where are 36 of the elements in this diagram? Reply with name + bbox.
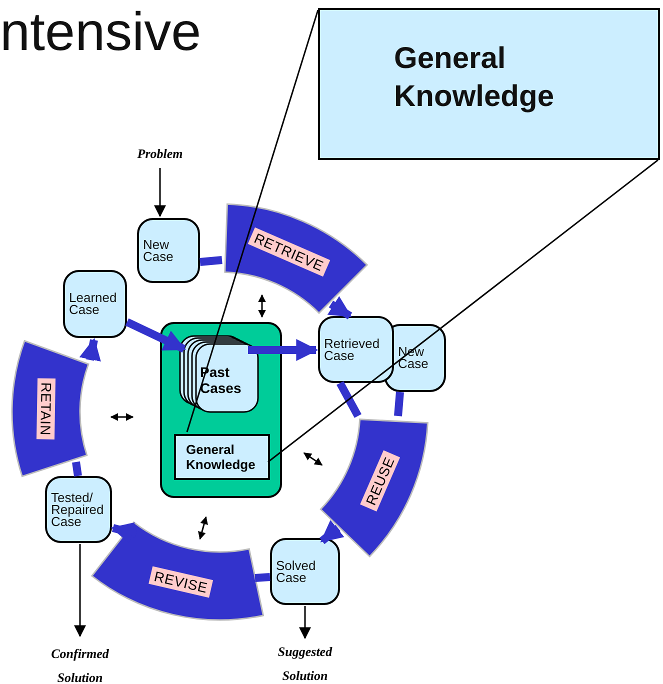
knowledge-store-panel [160,322,282,498]
step-label: RETAIN [36,378,56,440]
double-arrow [258,294,266,318]
case-label: Learned Case [68,292,118,316]
connector [72,461,82,477]
case-label: New Case [142,238,174,262]
callout-box: General Knowledge [318,8,660,160]
arrow [74,544,86,638]
connector [254,573,270,582]
case-label: Tested/ Repaired Case [50,492,105,528]
case-label: Solved Case [275,560,317,584]
arrow [327,296,352,320]
case-label: Retrieved Case [323,338,381,362]
case-box [45,476,112,543]
arrow [248,339,318,361]
arrow [299,606,311,640]
arrow [125,318,186,353]
double-arrow [198,516,208,540]
leader-line [186,10,319,432]
connector [394,392,404,416]
case-box [137,218,200,283]
double-arrow [303,452,323,466]
knowledge-box: General Knowledge [174,434,270,480]
connector [336,381,362,418]
io-label: Problem [136,145,184,163]
case-box [63,270,127,338]
case-box [270,538,340,605]
arrow [154,168,166,218]
arrow [79,338,101,362]
io-label: Suggested Solution [276,643,334,684]
connector [200,256,222,266]
double-arrow [110,413,134,421]
case-box [318,316,394,383]
io-label: Confirmed Solution [50,645,110,684]
arrow [319,520,344,544]
heading-text: ntensive [0,2,202,62]
